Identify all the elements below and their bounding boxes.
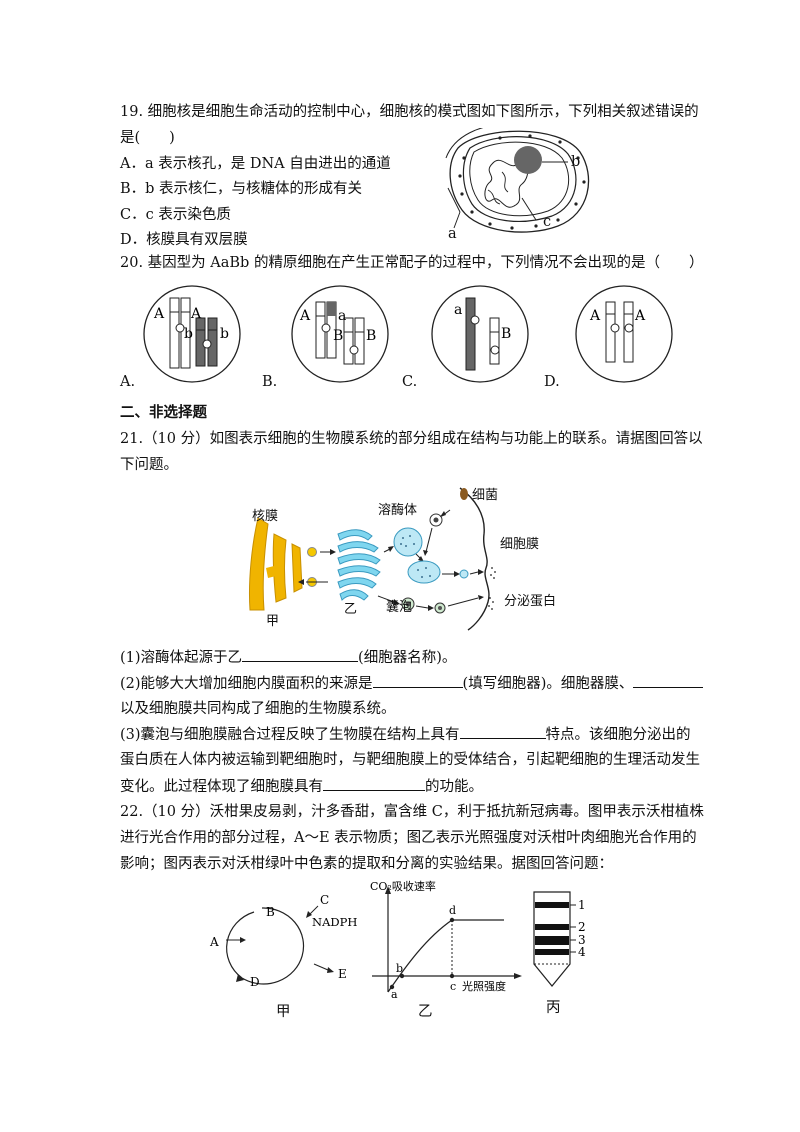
q21-stem-line1: 21.（10 分）如图表示细胞的生物膜系统的部分组成在结构与功能上的联系。请据图… [120,431,703,447]
bing-band-4: 4 [578,945,586,959]
figure-bing-strip: 1 2 3 4 [533,891,586,987]
q21-sub2-line2: 以及细胞膜共同构成了细胞的生物膜系统。 [120,701,396,717]
label-vesicle: 囊泡 [386,600,413,615]
q20-letter-d: D. [544,374,560,390]
q21-sub1-post: (细胞器名称)。 [358,650,457,666]
q22-stem-line3: 影响；图丙表示对沃柑绿叶中色素的提取和分离的实验结果。据图回答问题： [120,856,613,872]
q20-letter-b: B. [262,374,278,390]
caption-bing: 丙 [546,1000,561,1016]
q20-cell-a: A A b b [143,285,241,383]
jia-label-a: A [209,935,219,949]
nucleus-figure [445,128,590,233]
yi-xlabel: 光照强度 [462,979,506,993]
jia-label-c: C [320,893,329,907]
jia-label-nadph: NADPH [312,915,357,929]
q21-sub3-blank2[interactable] [323,776,425,791]
q21-stem-line2: 下问题。 [120,457,178,473]
q21-sub3-line3: 变化。此过程体现了细胞膜具有 的功能。 [120,776,483,797]
q20c-gene-1: a [454,302,462,318]
yi-ylabel: CO₂吸收速率 [370,880,436,893]
q21-sub3-line2: 蛋白质在人体内被运输到靶细胞时，与靶细胞膜上的受体结合，引起靶细胞的生理活动发生 [120,752,700,768]
q20b-gene-2: a [338,308,346,324]
q21-sub1-blank[interactable] [242,647,359,662]
section-title: 二、非选择题 [120,405,207,421]
jia-label-d: D [250,975,260,989]
yi-point-c: c [450,980,456,993]
caption-yi: 乙 [418,1004,433,1020]
q20-cell-d: A A [575,285,673,383]
q20a-gene-3: b [184,326,193,342]
q20a-gene-2: A [190,306,202,322]
yi-point-b: b [396,962,403,975]
q20b-gene-3: B [333,328,343,344]
q19-label-b: b [571,154,581,170]
q21-sub3-pre: (3)囊泡与细胞膜融合过程反映了生物膜在结构上具有 [120,727,460,743]
q21-sub2-blank1[interactable] [372,673,463,688]
label-cell-membrane: 细胞膜 [500,537,540,552]
label-yi: 乙 [344,602,358,617]
figure-jia-cycle: A B C NADPH D E [209,893,357,989]
label-bacteria: 细菌 [472,488,499,503]
q21-sub3: (3)囊泡与细胞膜融合过程反映了生物膜在结构上具有 特点。该细胞分泌出的 [120,724,691,745]
bing-band-3: 3 [578,933,586,947]
q21-sub2-blank2[interactable] [633,673,704,688]
q20-cell-b: A a B B [291,285,389,383]
q21-sub2-mid: (填写细胞器)。细胞器膜、 [462,676,634,692]
q21-sub3-line3-pre: 变化。此过程体现了细胞膜具有 [120,779,323,795]
yi-point-d: d [449,904,456,917]
q21-sub3-blank1[interactable] [459,724,546,739]
q20-letter-a: A. [120,374,136,390]
q21-sub1-pre: (1)溶酶体起源于乙 [120,650,243,666]
q19-option-a: A．a 表示核孔，是 DNA 自由进出的通道 [120,156,391,172]
bing-band-1: 1 [578,898,586,912]
q19-stem-line2: 是( ) [120,130,175,146]
q21-sub1: (1)溶酶体起源于乙 (细胞器名称)。 [120,647,456,668]
q19-label-a: a [448,226,457,242]
yi-point-a: a [391,988,398,1000]
label-nuclear-membrane: 核膜 [252,509,279,524]
bing-band-2: 2 [578,920,586,934]
q22-stem-line2: 进行光合作用的部分过程，A～E 表示物质；图乙表示光照强度对沃柑叶肉细胞光合作用… [120,830,697,846]
jia-label-e: E [338,967,347,981]
label-jia: 甲 [266,614,280,629]
q20d-gene-2: A [634,308,646,324]
label-secreted-protein: 分泌蛋白 [504,594,557,609]
q21-sub2: (2)能够大大增加细胞内膜面积的来源是 (填写细胞器)。细胞器膜、 [120,673,704,694]
jia-label-b: B [266,905,275,919]
q20b-gene-4: B [366,328,376,344]
q20b-gene-1: A [299,308,311,324]
q20-letter-c: C. [402,374,418,390]
q22-stem-line1: 22.（10 分）沃柑果皮易剥，汁多香甜，富含维 C，利于抵抗新冠病毒。图甲表示… [120,804,704,820]
q19-label-c: c [543,214,552,230]
q20a-gene-4: b [220,326,229,342]
q20d-gene-1: A [589,308,601,324]
label-lysosome: 溶酶体 [378,503,418,518]
q19-option-c: C．c 表示染色质 [120,207,231,223]
figure-yi-graph: CO₂吸收速率 光照强度 d c a b [370,880,522,1000]
caption-jia: 甲 [276,1004,291,1020]
q21-sub3-post: 特点。该细胞分泌出的 [545,727,691,743]
q19-option-d: D．核膜具有双层膜 [120,232,248,248]
membrane-system-figure [248,487,496,631]
q20-stem: 20. 基因型为 AaBb 的精原细胞在产生正常配子的过程中，下列情况不会出现的… [120,255,704,271]
q21-sub2-pre: (2)能够大大增加细胞内膜面积的来源是 [120,676,373,692]
q21-sub3-line3-post: 的功能。 [425,779,483,795]
q20-cell-c: a B [431,285,529,383]
q20a-gene-1: A [153,306,165,322]
q20c-gene-2: B [501,326,511,342]
q19-option-b: B．b 表示核仁，与核糖体的形成有关 [120,181,363,197]
q19-stem-line1: 19. 细胞核是细胞生命活动的控制中心，细胞核的模式图如下图所示，下列相关叙述错… [120,104,699,120]
